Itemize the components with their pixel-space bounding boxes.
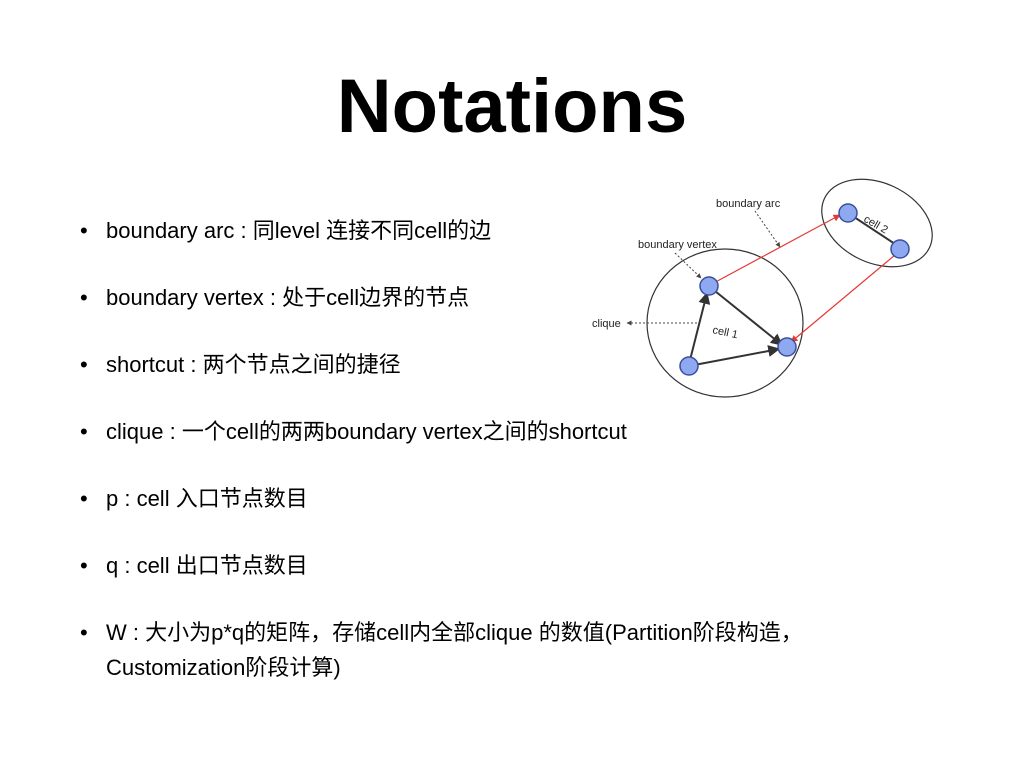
bullet-list: boundary arc : 同level 连接不同cell的边 boundar… (80, 213, 980, 685)
label-cell1: cell 1 (711, 324, 739, 341)
bullet-boundary-vertex: boundary vertex : 处于cell边界的节点 (80, 280, 980, 315)
node (777, 337, 797, 357)
boundary-arc (709, 214, 841, 286)
pointer-boundary-vertex (674, 252, 702, 279)
label-boundary-arc: boundary arc (716, 198, 781, 210)
node (679, 356, 699, 376)
node (890, 239, 910, 259)
clique-edge (688, 291, 711, 365)
bullet-clique: clique : 一个cell的两两boundary vertex之间的shor… (80, 414, 980, 449)
node (838, 203, 858, 223)
pointer-boundary-arc (754, 210, 781, 248)
node-boundary-vertex (699, 276, 719, 296)
boundary-arc (790, 254, 896, 343)
bullet-p: p : cell 入口节点数目 (80, 481, 980, 516)
bullet-shortcut: shortcut : 两个节点之间的捷径 (80, 347, 980, 382)
bullet-q: q : cell 出口节点数目 (80, 548, 980, 583)
slide-title: Notations (336, 64, 688, 149)
label-clique: clique (592, 318, 621, 330)
clique-edge (688, 345, 781, 367)
cell2-ellipse (821, 178, 933, 268)
bullet-w: W : 大小为p*q的矩阵，存储cell内全部clique 的数值(Partit… (80, 615, 926, 685)
bullet-boundary-arc: boundary arc : 同level 连接不同cell的边 (80, 213, 980, 248)
cell-diagram: boundary arc boundary vertex clique cell… (592, 178, 933, 398)
label-cell2: cell 2 (862, 213, 890, 236)
clique-edge (709, 286, 783, 346)
label-boundary-vertex: boundary vertex (638, 239, 717, 251)
cell1-ellipse (646, 248, 804, 398)
